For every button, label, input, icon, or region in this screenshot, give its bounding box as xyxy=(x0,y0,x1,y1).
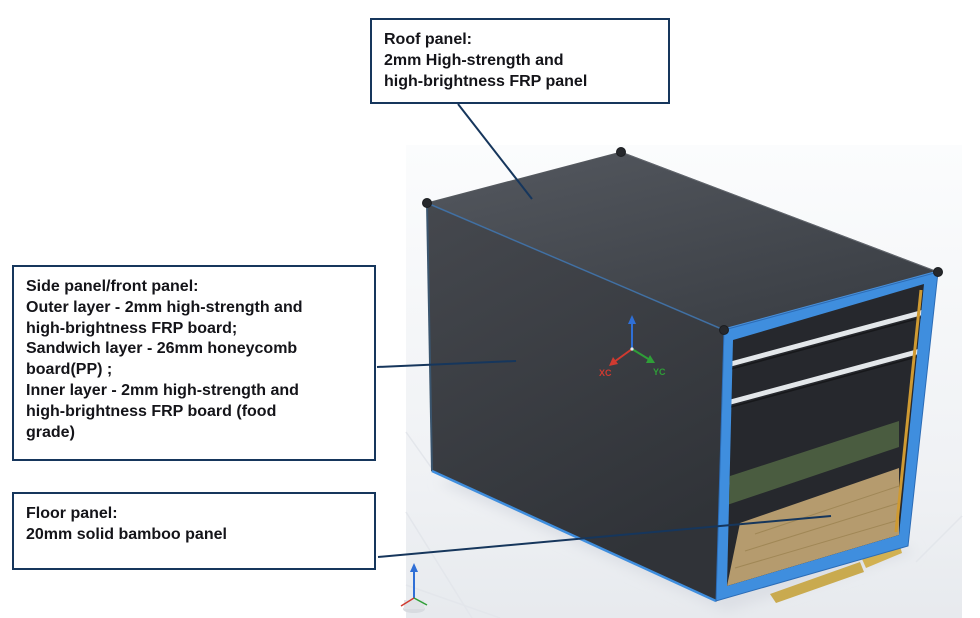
callout-side-title: Side panel/front panel: xyxy=(26,278,199,295)
callout-roof-title: Roof panel: xyxy=(384,31,472,48)
callout-floor-title: Floor panel: xyxy=(26,505,118,522)
z-axis-arrowhead xyxy=(628,315,636,324)
leader-line-floor xyxy=(377,515,832,558)
shipping-container-model xyxy=(422,147,943,603)
y-axis-arrowhead xyxy=(646,355,655,363)
bamboo-floor-planks xyxy=(734,485,900,569)
leader-lines xyxy=(376,103,832,558)
corner-castings xyxy=(422,147,943,335)
x-axis-arrow xyxy=(613,348,633,363)
callout-roof-body: 2mm High-strength and high-brightness FR… xyxy=(384,51,588,90)
interior-rail-bottom xyxy=(727,347,924,406)
interior-orange-edge-strip xyxy=(894,289,923,533)
base-y-axis-arrow xyxy=(413,597,428,606)
ground-tile-lines xyxy=(405,431,963,618)
callout-side-body: Outer layer - 2mm high-strength and high… xyxy=(26,298,303,441)
base-marker-body xyxy=(404,600,424,609)
y-axis-label: YC xyxy=(653,367,666,377)
x-axis-arrowhead xyxy=(609,357,618,366)
container-bottom-frame-edge xyxy=(431,469,717,603)
underfloor-skid xyxy=(770,562,864,603)
callout-floor-body: 20mm solid bamboo panel xyxy=(26,525,227,543)
callout-floor-panel: Floor panel: 20mm solid bamboo panel xyxy=(12,492,376,570)
roof-back-edge xyxy=(620,151,939,273)
callout-side-panel: Side panel/front panel: Outer layer - 2m… xyxy=(12,265,376,461)
callout-roof-panel: Roof panel: 2mm High-strength and high-b… xyxy=(370,18,670,105)
x-axis-label: XC xyxy=(599,368,612,378)
y-axis-arrow xyxy=(631,348,651,361)
roof-front-edge xyxy=(426,202,725,331)
leader-line-roof xyxy=(457,103,533,200)
underfloor-skid-small xyxy=(862,546,902,568)
interior-green-panel xyxy=(727,421,899,505)
interior-rail-bottom-shadow xyxy=(727,354,924,409)
interior-rail-top-shadow xyxy=(727,316,924,371)
triad-origin xyxy=(630,347,634,351)
leader-line-side xyxy=(376,360,517,368)
base-x-axis-arrow xyxy=(400,597,415,607)
container-left-edge xyxy=(426,202,433,472)
base-csys-triad xyxy=(400,563,428,613)
interior-bamboo-floor xyxy=(727,468,899,586)
wcs-triad: XC YC xyxy=(599,315,666,378)
interior-rail-top xyxy=(727,309,924,368)
base-z-axis-arrowhead xyxy=(410,563,418,572)
